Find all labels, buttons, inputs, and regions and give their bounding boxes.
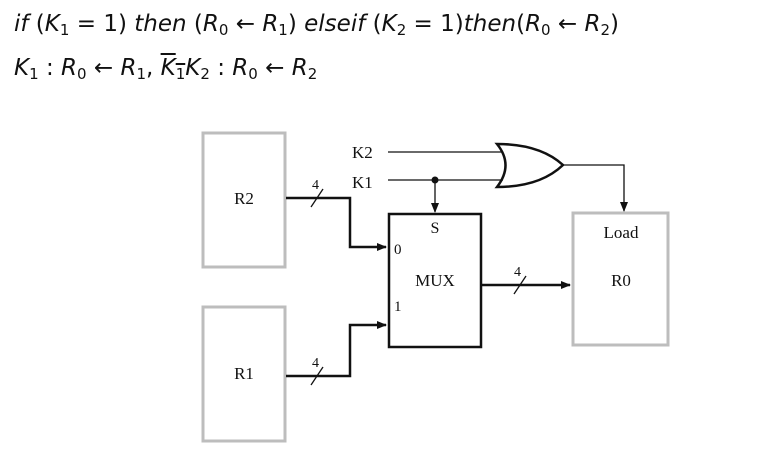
- k1-label: K1: [352, 173, 373, 192]
- sub: 2: [600, 21, 611, 39]
- keyword-then: then: [463, 11, 517, 37]
- r2-bus-width-label: 4: [312, 178, 319, 193]
- eq1-text: ): [610, 11, 620, 37]
- var-r: R: [262, 11, 279, 37]
- eq1-text: (: [28, 11, 45, 37]
- var-k: K: [160, 55, 176, 81]
- keyword-then: then: [134, 11, 187, 37]
- var-k: K: [185, 55, 201, 81]
- mux-block: [387, 212, 483, 349]
- r1-to-mux-bus: [286, 321, 387, 378]
- register-r0-load-label: Load: [604, 223, 639, 242]
- var-r: R: [291, 55, 308, 81]
- or-to-load-wire: [563, 164, 628, 212]
- var-r: R: [525, 11, 542, 37]
- var-r: R: [120, 55, 137, 81]
- equation-line-2: K1 : R0 ← R1, K1K2 : R0 ← R2: [14, 57, 317, 82]
- equation-line-1: if (K1 = 1) then (R0 ← R1) elseif (K2 = …: [14, 13, 619, 38]
- r2-to-mux-bus: [286, 196, 387, 251]
- var-k: K: [44, 11, 60, 37]
- out-bus-width-label: 4: [514, 265, 521, 280]
- arrow: ←: [86, 55, 121, 81]
- register-r0-label: R0: [611, 271, 631, 290]
- eq2-text: :: [38, 55, 62, 81]
- eq1-text: (: [516, 11, 526, 37]
- var-r: R: [232, 55, 249, 81]
- sub: 1: [175, 65, 186, 83]
- register-r1-label: R1: [234, 364, 254, 383]
- k1-complement: K1: [160, 55, 186, 83]
- sub: 0: [248, 65, 258, 83]
- register-r2: [201, 131, 287, 269]
- sub: 1: [59, 21, 70, 39]
- sub: 2: [307, 65, 318, 83]
- eq2-text: ,: [145, 55, 161, 81]
- sub: 0: [218, 21, 229, 39]
- sub: 2: [200, 65, 210, 83]
- r2-bus-width-slash: [310, 188, 324, 208]
- or-gate: [494, 142, 565, 189]
- sub: 1: [278, 21, 288, 39]
- eq2-text: :: [209, 55, 233, 81]
- arrow: ←: [257, 55, 292, 81]
- var-r: R: [202, 11, 219, 37]
- out-bus-width-slash: [513, 275, 527, 295]
- r1-bus-width-slash: [310, 366, 324, 386]
- eq1-text: = 1): [69, 11, 135, 37]
- sub: 1: [29, 65, 39, 83]
- mux-label: MUX: [415, 271, 455, 290]
- sub: 0: [77, 65, 87, 83]
- sub: 0: [541, 21, 551, 39]
- eq1-text: (: [365, 11, 382, 37]
- register-r0: [571, 211, 670, 347]
- r1-bus-width-label: 4: [312, 356, 319, 371]
- arrow: ←: [550, 11, 585, 37]
- keyword-elseif: elseif: [304, 11, 366, 37]
- var-r: R: [61, 55, 77, 81]
- mux-input-1-label: 1: [394, 299, 402, 315]
- eq1-text: = 1): [406, 11, 464, 37]
- register-r2-label: R2: [234, 189, 254, 208]
- var-k: K: [381, 11, 397, 37]
- var-k: K: [14, 55, 30, 81]
- mux-select-label: S: [431, 220, 440, 237]
- sub: 1: [136, 65, 146, 83]
- sub: 2: [396, 21, 407, 39]
- register-r1: [201, 305, 287, 443]
- arrow: ←: [228, 11, 263, 37]
- keyword-if: if: [14, 11, 29, 37]
- k2-label: K2: [352, 143, 373, 162]
- eq1-text: ): [287, 11, 305, 37]
- var-r: R: [584, 11, 601, 37]
- eq1-text: (: [186, 11, 203, 37]
- mux-input-0-label: 0: [394, 242, 402, 258]
